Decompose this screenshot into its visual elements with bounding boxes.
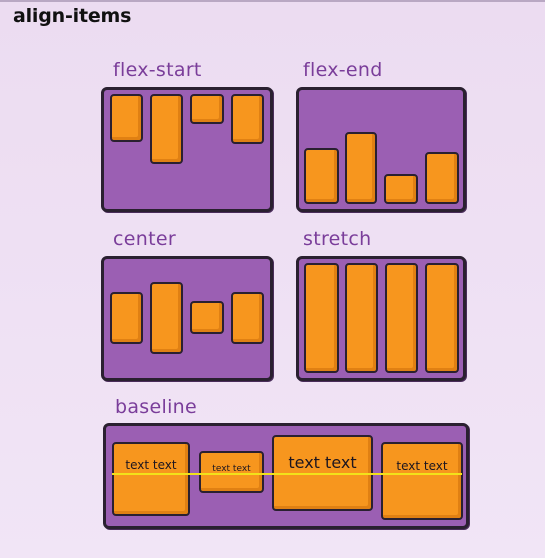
flex-start-container [101,87,273,212]
baseline-label: baseline [115,396,197,418]
flex-start-item-1 [110,94,143,142]
center-item-3 [190,301,224,334]
flex-end-label: flex-end [303,59,383,81]
flex-start-item-3 [190,94,224,124]
baseline-item-2-text: text text [212,464,251,474]
flex-start-label: flex-start [113,59,202,81]
center-item-1 [110,292,143,344]
baseline-item-1: text text [112,442,190,516]
flex-start-item-4 [231,94,264,144]
baseline-item-1-text: text text [125,458,177,472]
top-border [0,0,545,2]
flex-end-item-4 [425,152,459,204]
center-item-2 [150,282,183,354]
baseline-marker-line [112,473,462,475]
stretch-container [296,256,466,381]
flex-end-item-2 [345,132,377,204]
center-item-4 [231,292,264,344]
stretch-item-1 [304,263,339,373]
flex-start-item-2 [150,94,183,164]
baseline-item-4: text text [381,442,463,520]
baseline-item-2: text text [199,451,264,493]
flex-end-container [296,87,466,212]
center-label: center [113,228,176,250]
flex-end-item-3 [384,174,418,204]
stretch-item-2 [345,263,378,373]
stretch-label: stretch [303,228,372,250]
stretch-item-4 [425,263,459,373]
baseline-item-3-text: text text [288,453,357,472]
baseline-container: text text text text text text text text [103,423,469,529]
flex-end-item-1 [304,148,339,204]
baseline-item-4-text: text text [396,459,448,473]
stretch-item-3 [385,263,418,373]
page-title: align-items [13,5,132,27]
center-container [101,256,273,381]
